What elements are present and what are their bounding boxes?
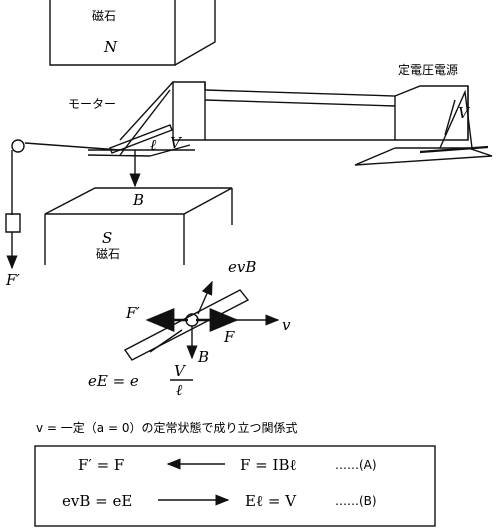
rod-drag-force-label: F′	[125, 304, 140, 322]
relation-b-left: evB = eE	[62, 492, 132, 510]
relation-b-right: Eℓ = V	[245, 492, 297, 510]
magnet-top-pole: N	[103, 38, 118, 56]
magnet-top-label: 磁石	[92, 8, 116, 23]
relation-a-right: F = IBℓ	[240, 456, 297, 474]
rod-assembly	[24, 89, 195, 157]
power-source-label: 定電圧電源	[398, 62, 458, 77]
pulley	[5, 139, 25, 270]
current-force-label: F	[223, 328, 235, 346]
lorentz-force-label: evB	[228, 258, 256, 276]
magnet-bottom-pole: S	[102, 229, 112, 247]
motor-label: モーター	[68, 97, 116, 111]
velocity-axis-label: v	[282, 316, 291, 334]
electric-force-num: V	[174, 362, 187, 380]
velocity-label: V	[170, 134, 183, 152]
drag-force-label: F′	[5, 271, 20, 289]
field-label: B	[132, 191, 144, 209]
relation-b-tag: ……(B)	[335, 494, 377, 508]
rod-field-label: B	[197, 348, 209, 366]
relations-box	[34, 445, 436, 527]
rail-channel	[119, 81, 493, 166]
length-label: ℓ	[150, 136, 156, 154]
rod-detail	[123, 280, 280, 381]
caption: v = 一定（a = 0）の定常状態で成り立つ関係式	[36, 420, 297, 435]
electric-force-lhs: eE = e	[88, 372, 139, 390]
relation-a-tag: ……(A)	[335, 458, 377, 472]
magnet-bottom-label: 磁石	[96, 246, 120, 261]
bottom-magnet	[44, 187, 233, 265]
electric-force-den: ℓ	[176, 381, 182, 399]
source-voltage-label: V	[458, 104, 471, 122]
power-source	[419, 89, 489, 154]
relation-a-left: F′ = F	[78, 456, 124, 474]
top-magnet	[49, 0, 216, 66]
